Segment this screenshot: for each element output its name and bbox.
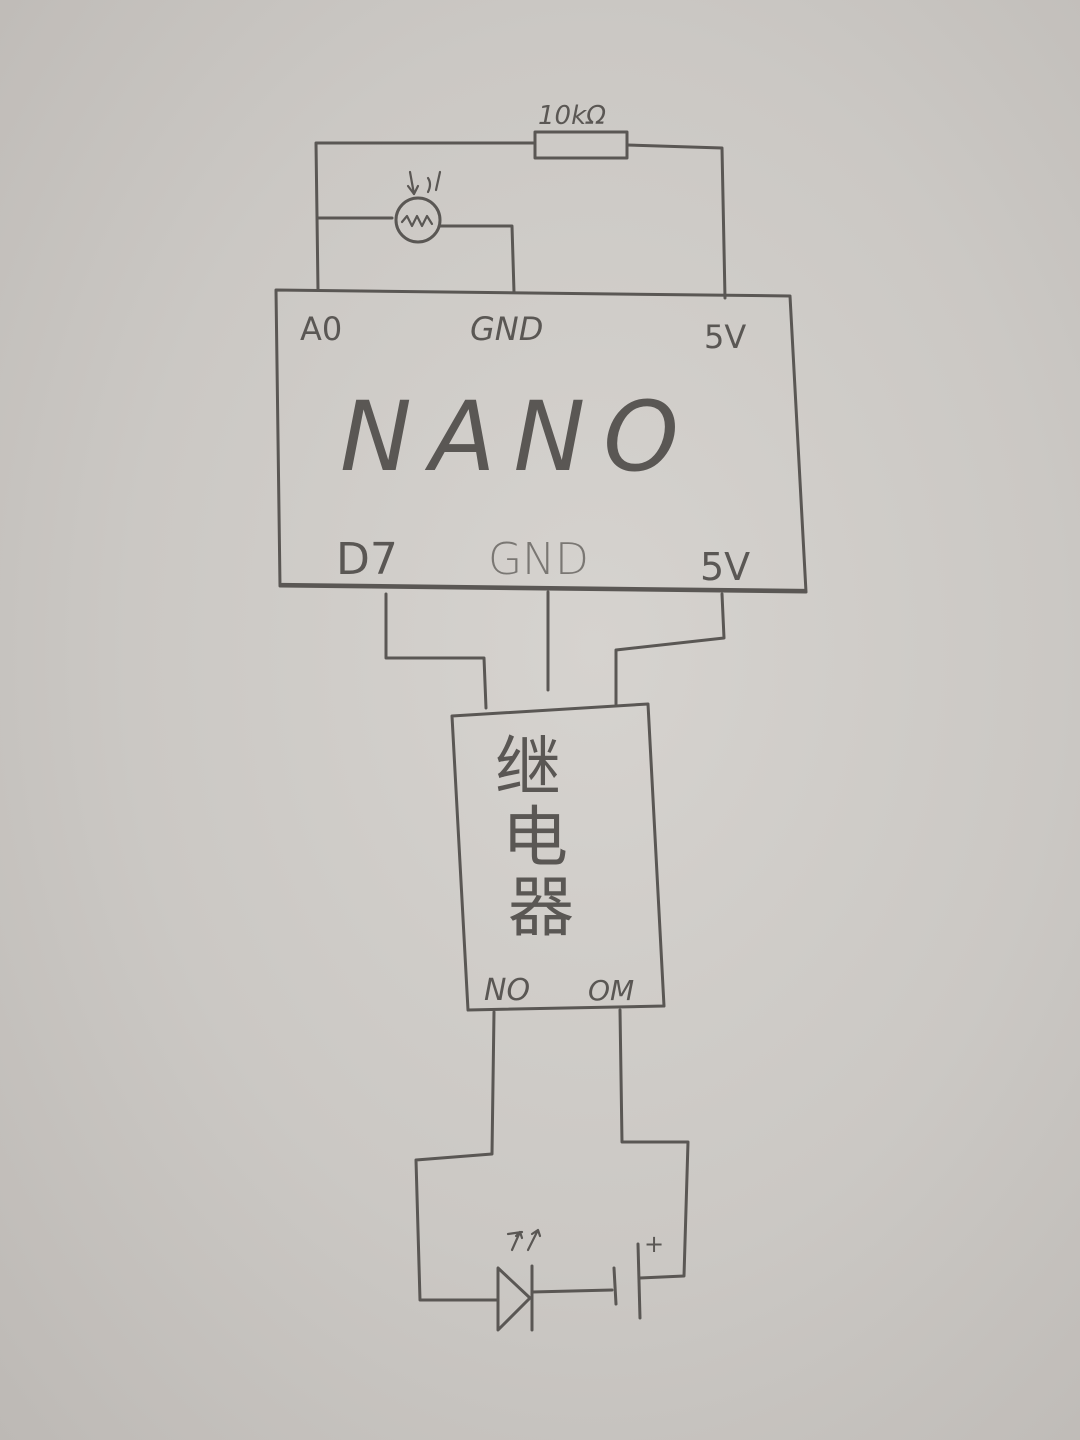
- wire-om-to-battery: [618, 1008, 690, 1280]
- nano-pin-5v-top: 5V: [704, 318, 746, 356]
- control-wires: [384, 590, 726, 710]
- resistor-label: 10kΩ: [538, 101, 606, 131]
- light-arrows-icon: [406, 170, 442, 196]
- relay-pin-no: NO: [484, 973, 530, 1008]
- nano-outline: [274, 288, 808, 594]
- relay-outline: [450, 702, 666, 1012]
- photoresistor-zigzag: [400, 214, 434, 228]
- relay-module: 继 电 器 NO OM: [450, 702, 666, 1012]
- nano-title: NANO: [340, 381, 697, 493]
- wire-resistor-to-5v: [625, 143, 727, 300]
- battery-plus-sign: +: [644, 1230, 664, 1258]
- wire-a0-to-resistor: [314, 141, 537, 292]
- photoresistor-icon: [394, 196, 442, 244]
- relay-char-3: 器: [508, 869, 574, 946]
- nano-pin-5v-bottom: 5V: [700, 545, 750, 589]
- sensor-circuit: 10kΩ: [314, 101, 727, 300]
- relay-char-2: 电: [502, 799, 568, 876]
- wire-led-to-battery: [530, 1288, 614, 1294]
- wire-5v-to-relay: [614, 592, 726, 706]
- wire-d7-to-relay: [384, 592, 488, 710]
- nano-pin-gnd-top: GND: [470, 310, 543, 348]
- battery-icon: +: [612, 1230, 664, 1320]
- led-icon: [496, 1228, 542, 1332]
- relay-pin-om: OM: [588, 974, 634, 1007]
- nano-pin-gnd-bottom: GND: [488, 534, 589, 585]
- wire-ldr-to-gnd: [438, 224, 516, 294]
- wire-no-to-led: [414, 1010, 500, 1302]
- nano-board: A0 GND 5V NANO D7 GND 5V: [274, 288, 808, 594]
- relay-char-1: 继: [495, 729, 561, 806]
- nano-pin-d7: D7: [336, 534, 398, 585]
- nano-pin-a0: A0: [300, 310, 342, 348]
- resistor-10k: [533, 130, 629, 160]
- load-circuit: +: [414, 1008, 690, 1332]
